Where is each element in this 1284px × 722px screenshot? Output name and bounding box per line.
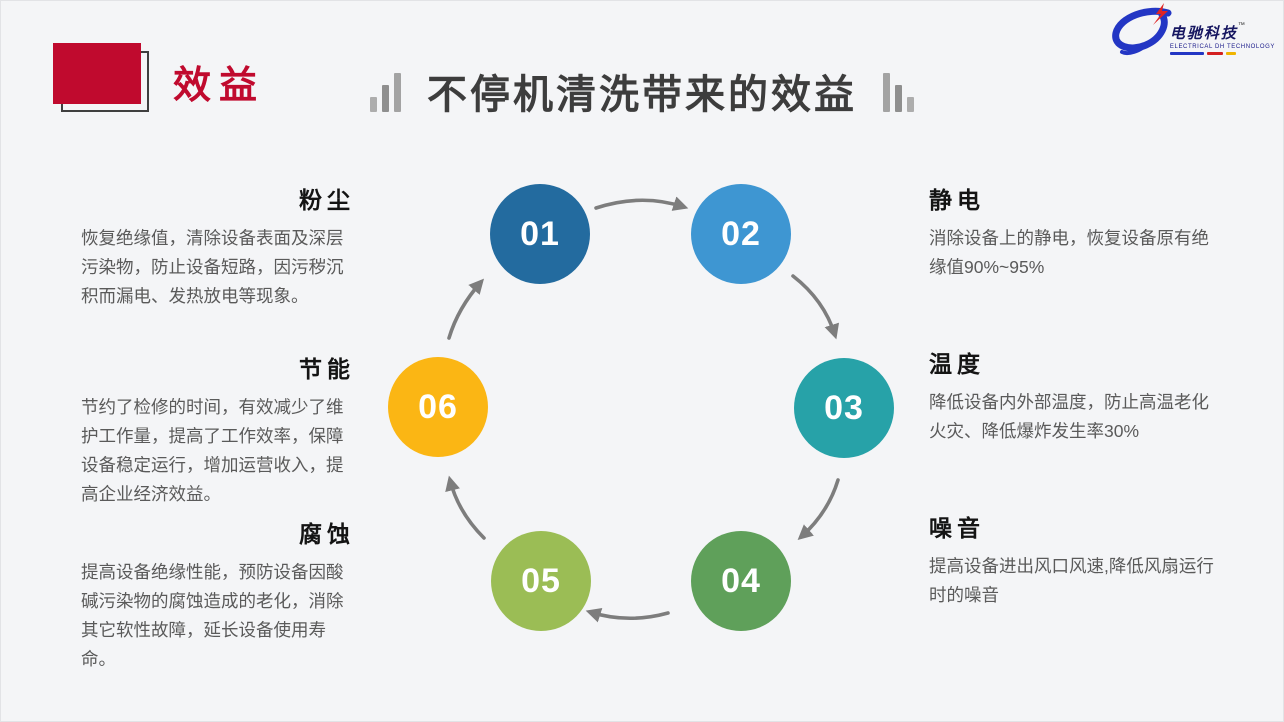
benefit-title: 静电 — [929, 187, 985, 213]
benefit-title: 节能 — [299, 356, 355, 382]
step-circle-05: 05 — [491, 531, 591, 631]
lightning-bolt-icon — [1152, 3, 1168, 25]
benefit-desc: 消除设备上的静电，恢复设备原有绝缘值90%~95% — [929, 228, 1209, 277]
slide-title-row: 不停机清洗带来的效益 — [1, 73, 1283, 117]
benefit-desc: 恢复绝缘值，清除设备表面及深层污染物，防止设备短路，因污秽沉积而漏电、发热放电等… — [81, 228, 344, 306]
arrow-03-04 — [797, 478, 840, 541]
step-circle-03: 03 — [794, 358, 894, 458]
benefit-block-corrosion: 腐蚀 提高设备绝缘性能，预防设备因酸碱污染物的腐蚀造成的老化，消除其它软性故障，… — [81, 515, 357, 674]
benefit-block-temperature: 温度 降低设备内外部温度，防止高温老化火灾、降低爆炸发生率30% — [929, 345, 1215, 446]
benefit-title: 温度 — [929, 351, 985, 377]
tag-red-square — [53, 43, 141, 104]
benefit-block-noise: 噪音 提高设备进出风口风速,降低风扇运行时的噪音 — [929, 509, 1215, 610]
benefit-desc: 提高设备进出风口风速,降低风扇运行时的噪音 — [929, 556, 1214, 605]
benefit-title: 粉尘 — [299, 187, 355, 213]
benefit-block-dust: 粉尘 恢复绝缘值，清除设备表面及深层污染物，防止设备短路，因污秽沉积而漏电、发热… — [81, 181, 357, 311]
benefit-desc: 提高设备绝缘性能，预防设备因酸碱污染物的腐蚀造成的老化，消除其它软性故障，延长设… — [81, 562, 344, 669]
title-accent-bars-left-icon — [370, 73, 401, 117]
benefit-desc: 节约了检修的时间，有效减少了维护工作量，提高了工作效率，保障设备稳定运行，增加运… — [81, 397, 344, 504]
step-circle-06: 06 — [388, 357, 488, 457]
arrow-05-06 — [445, 475, 486, 540]
arrow-02-03 — [791, 274, 840, 340]
benefit-title: 腐蚀 — [299, 521, 355, 547]
logo-tagline: ELECTRICAL DH TECHNOLOGY — [1169, 43, 1275, 50]
step-circle-04: 04 — [691, 531, 791, 631]
trademark-symbol: ™ — [1237, 21, 1245, 29]
section-tag-label: 效益 — [173, 65, 266, 107]
benefit-desc: 降低设备内外部温度，防止高温老化火灾、降低爆炸发生率30% — [929, 392, 1209, 441]
logo-swoosh-icon — [1112, 3, 1172, 56]
page-title: 不停机清洗带来的效益 — [427, 73, 857, 117]
benefit-block-static: 静电 消除设备上的静电，恢复设备原有绝缘值90%~95% — [929, 181, 1215, 282]
cycle-arrows — [445, 196, 840, 623]
arrow-04-05 — [585, 607, 670, 623]
benefit-block-energy: 节能 节约了检修的时间，有效减少了维护工作量，提高了工作效率，保障设备稳定运行，… — [81, 350, 357, 509]
step-circle-01: 01 — [490, 184, 590, 284]
step-circle-02: 02 — [691, 184, 791, 284]
title-accent-bars-right-icon — [883, 73, 914, 117]
arrow-01-02 — [594, 196, 689, 211]
benefit-title: 噪音 — [929, 515, 985, 541]
company-logo: 电驰科技™ ELECTRICAL DH TECHNOLOGY — [1106, 3, 1275, 59]
logo-stripes — [1169, 51, 1275, 55]
logo-company-name: 电驰科技 — [1169, 24, 1238, 42]
arrow-06-01 — [447, 278, 485, 340]
